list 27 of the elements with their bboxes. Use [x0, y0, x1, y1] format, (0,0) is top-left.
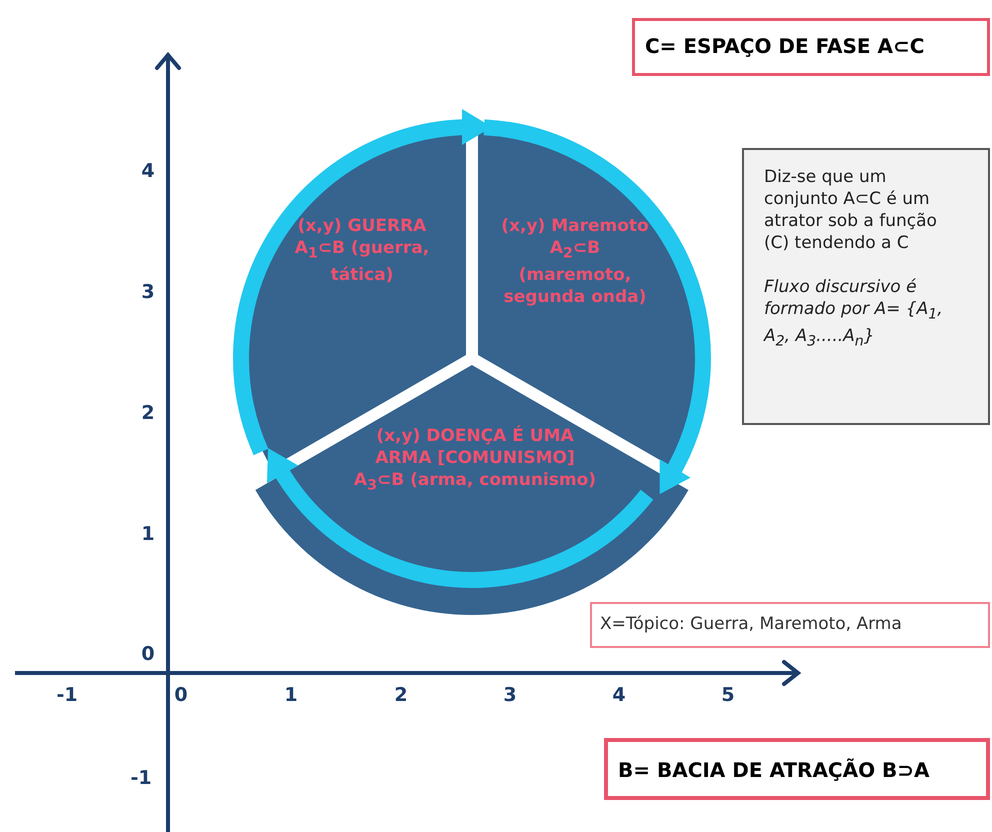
box-text: Diz-se que um conjunto A⊂C é um atrator sob a função (C) tendendo a C — [764, 166, 938, 254]
box-text: C= ESPAÇO DE FASE A⊂C — [645, 34, 926, 58]
x-axis-tick-label: 0 — [173, 684, 189, 706]
segment-label: (x,y) DOENÇA É UMA ARMA [COMUNISMO] A$_{3}$⊂B (arma, comunismo) — [352, 425, 598, 496]
y-axis-tick-label: 1 — [140, 523, 156, 545]
x-axis-tick-label: -1 — [55, 684, 79, 706]
box-text: Fluxo discursivo é formado por A= {A$_{1}$, A$_{2}$, A$_{3}$.....A$_{n}$} — [764, 276, 944, 352]
box-text: B= BACIA DE ATRAÇÃO B⊃A — [618, 758, 931, 782]
y-axis-tick-label: 0 — [140, 643, 156, 665]
title-box — [632, 18, 990, 76]
note-box — [742, 148, 990, 425]
y-axis-tick-label: 3 — [140, 281, 156, 303]
y-axis-tick-label: 4 — [140, 160, 156, 182]
x-axis-tick-label: 3 — [502, 684, 518, 706]
x-axis-tick-label: 5 — [720, 684, 736, 706]
box-text: X=Tópico: Guerra, Maremoto, Arma — [600, 614, 903, 634]
x-axis-tick-label: 4 — [611, 684, 627, 706]
basin-box — [604, 738, 990, 800]
topic-box — [590, 602, 990, 648]
curved-arrow — [267, 448, 653, 588]
y-axis-tick-label: 2 — [140, 402, 156, 424]
segment-label: (x,y) GUERRA A$_{1}$⊂B (guerra, tática) — [294, 215, 430, 286]
y-axis-tick-label: -1 — [129, 767, 153, 789]
x-axis-tick-label: 2 — [393, 684, 409, 706]
segment-label: (x,y) Maremoto A$_{2}$⊂B (maremoto, segunda onda) — [500, 215, 650, 308]
curved-arrow — [483, 119, 711, 495]
x-axis-tick-label: 1 — [283, 684, 299, 706]
